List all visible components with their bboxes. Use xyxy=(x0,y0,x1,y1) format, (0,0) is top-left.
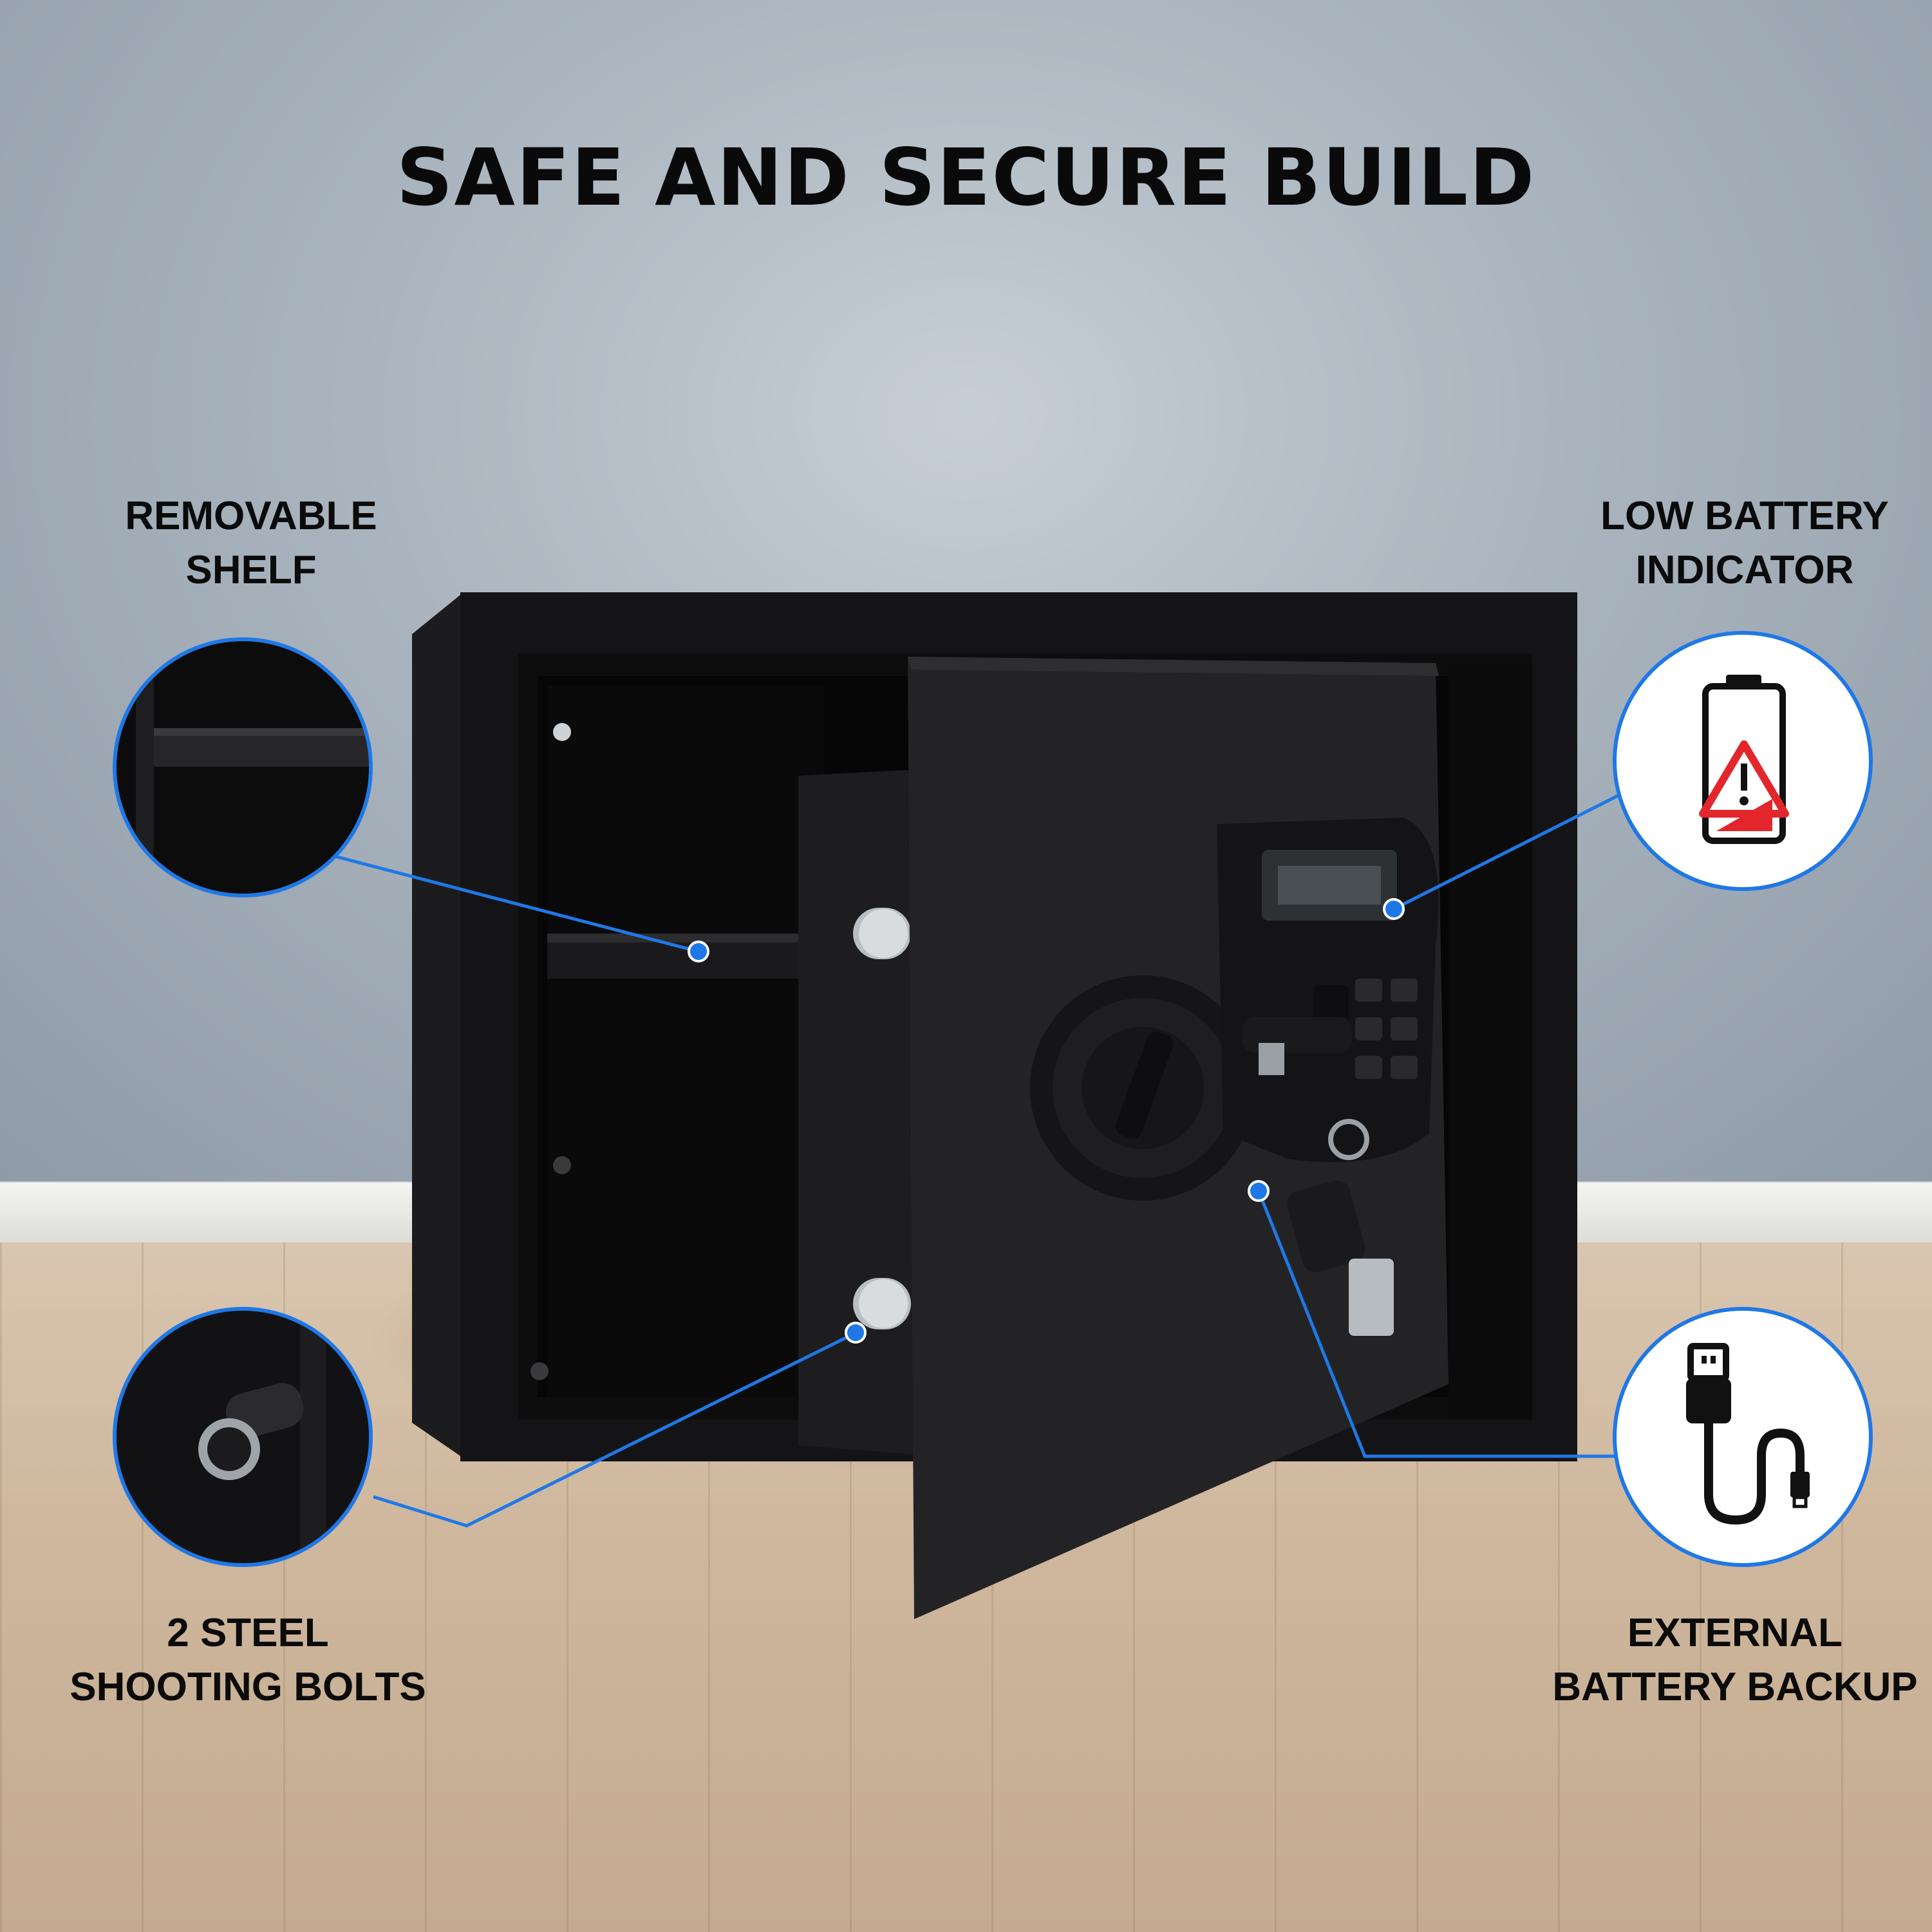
low-battery-line1: LOW BATTERY xyxy=(1600,494,1889,538)
low-battery-warning-icon xyxy=(1699,675,1789,844)
low-battery-label: LOW BATTERY INDICATOR xyxy=(1571,489,1918,597)
battery-backup-line1: EXTERNAL xyxy=(1627,1611,1843,1655)
battery-indicator-callout-dot xyxy=(1383,898,1405,920)
low-battery-icon-circle xyxy=(1613,631,1873,891)
shooting-bolt-closeup xyxy=(113,1307,373,1567)
bolt-closeup-image xyxy=(117,1311,369,1563)
removable-shelf-line2: SHELF xyxy=(185,548,317,592)
bolt-callout-dot xyxy=(845,1322,867,1344)
battery-backup-line2: BATTERY BACKUP xyxy=(1552,1665,1918,1709)
page-title: SAFE AND SECURE BUILD xyxy=(396,132,1536,223)
usb-cable-icon-circle xyxy=(1613,1307,1873,1567)
low-battery-line2: INDICATOR xyxy=(1635,548,1854,592)
shooting-bolts-label: 2 STEEL SHOOTING BOLTS xyxy=(58,1606,438,1714)
shelf-closeup-image xyxy=(117,641,369,894)
backup-callout-dot xyxy=(1248,1180,1270,1202)
shelf-callout-dot xyxy=(688,941,709,962)
battery-backup-label: EXTERNAL BATTERY BACKUP xyxy=(1545,1606,1925,1714)
removable-shelf-label: REMOVABLE SHELF xyxy=(97,489,406,597)
removable-shelf-line1: REMOVABLE xyxy=(125,494,377,538)
shooting-bolts-line1: 2 STEEL xyxy=(167,1611,329,1655)
removable-shelf-closeup xyxy=(113,637,373,897)
usb-cable-icon xyxy=(1686,1343,1810,1525)
shooting-bolts-line2: SHOOTING BOLTS xyxy=(70,1665,426,1709)
